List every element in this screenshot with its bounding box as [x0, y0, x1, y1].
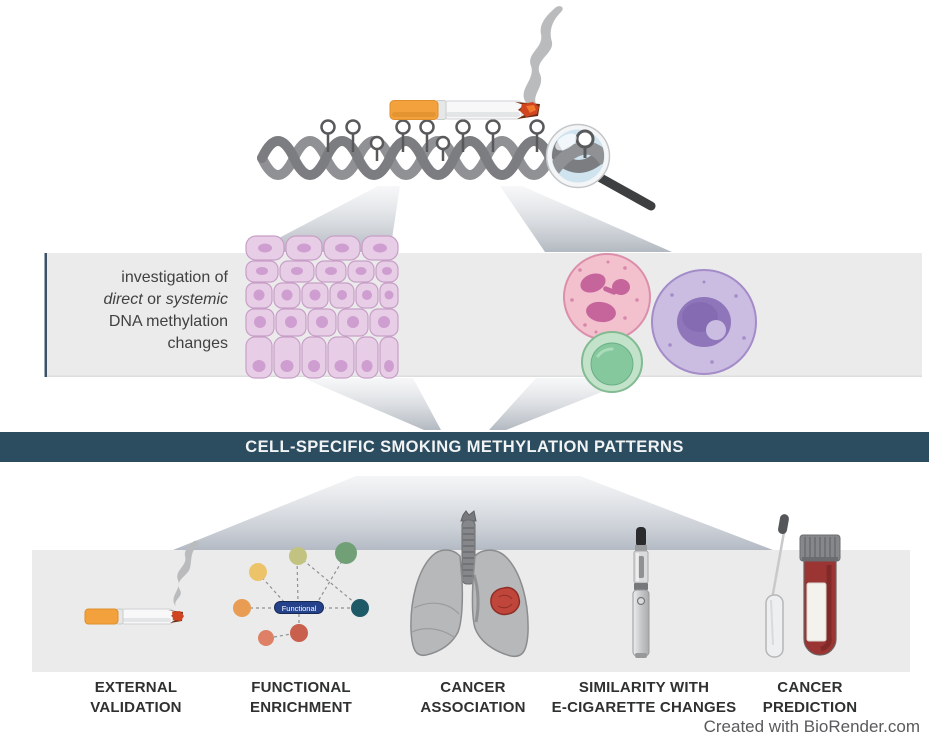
investigation-line-4: changes	[167, 335, 229, 352]
magnified-lollipop	[575, 129, 595, 149]
investigation-line-1: investigation of	[121, 269, 228, 286]
swab-tip	[778, 514, 789, 535]
validation-smoke-icon	[173, 540, 199, 607]
investigation-line-2: direct or systemic	[103, 291, 228, 308]
node-salmon	[258, 630, 274, 646]
methylation-lollipop-icon	[320, 119, 545, 161]
neutrophil-icon	[563, 253, 651, 341]
swab-tube	[765, 594, 784, 658]
node-teal	[351, 599, 369, 617]
band-left-border	[44, 253, 47, 377]
investigation-line-3: DNA methylation	[108, 313, 228, 330]
label-functional-enrichment: FUNCTIONAL ENRICHMENT	[250, 679, 352, 716]
functional-pill-label: Functional	[281, 604, 317, 613]
label-external-validation: EXTERNAL VALIDATION	[90, 679, 182, 716]
node-yellow	[249, 563, 267, 581]
swab-icon	[765, 514, 789, 658]
node-khaki	[289, 547, 307, 565]
epithelial-cells-icon	[245, 235, 399, 379]
funnel-dna-to-tissue	[252, 186, 672, 252]
monocyte-icon	[651, 269, 757, 375]
label-cancer-association: CANCER ASSOCIATION	[420, 679, 526, 716]
funnel-tissue-to-banner	[303, 378, 637, 430]
middle-band	[44, 253, 922, 377]
node-red	[290, 624, 308, 642]
e-cigarette-icon	[632, 527, 650, 658]
network-graph-icon	[233, 542, 369, 646]
section-banner: CELL-SPECIFIC SMOKING METHYLATION PATTER…	[0, 432, 929, 462]
validation-cigarette-icon	[84, 608, 184, 625]
smoke-icon	[523, 6, 563, 105]
tumor	[490, 586, 521, 616]
label-cancer-prediction: CANCER PREDICTION	[762, 679, 858, 716]
lungs-tumor-icon	[410, 510, 529, 658]
dna-helix-icon	[257, 136, 587, 180]
label-similarity-ecigarette: SIMILARITY WITH E-CIGARETTE CHANGES	[551, 679, 737, 716]
biorender-credit: Created with BioRender.com	[703, 717, 920, 736]
magnified-dna	[552, 137, 604, 178]
magnifier-handle	[594, 172, 656, 211]
tube-label	[806, 582, 827, 642]
functional-pill: Functional	[274, 601, 324, 614]
cigarette-icon	[389, 100, 540, 120]
trachea	[460, 510, 477, 585]
mouthpiece	[636, 527, 646, 547]
investigation-text: investigation of direct or systemic DNA …	[58, 267, 228, 355]
blood-tube-icon	[799, 534, 841, 656]
cell-nuclei	[252, 243, 394, 372]
banner-title: CELL-SPECIFIC SMOKING METHYLATION PATTER…	[245, 438, 684, 456]
node-orange	[233, 599, 251, 617]
magnifying-glass-icon	[545, 123, 656, 211]
node-green	[335, 542, 357, 564]
button	[636, 596, 646, 606]
lymphocyte-icon	[581, 331, 643, 393]
